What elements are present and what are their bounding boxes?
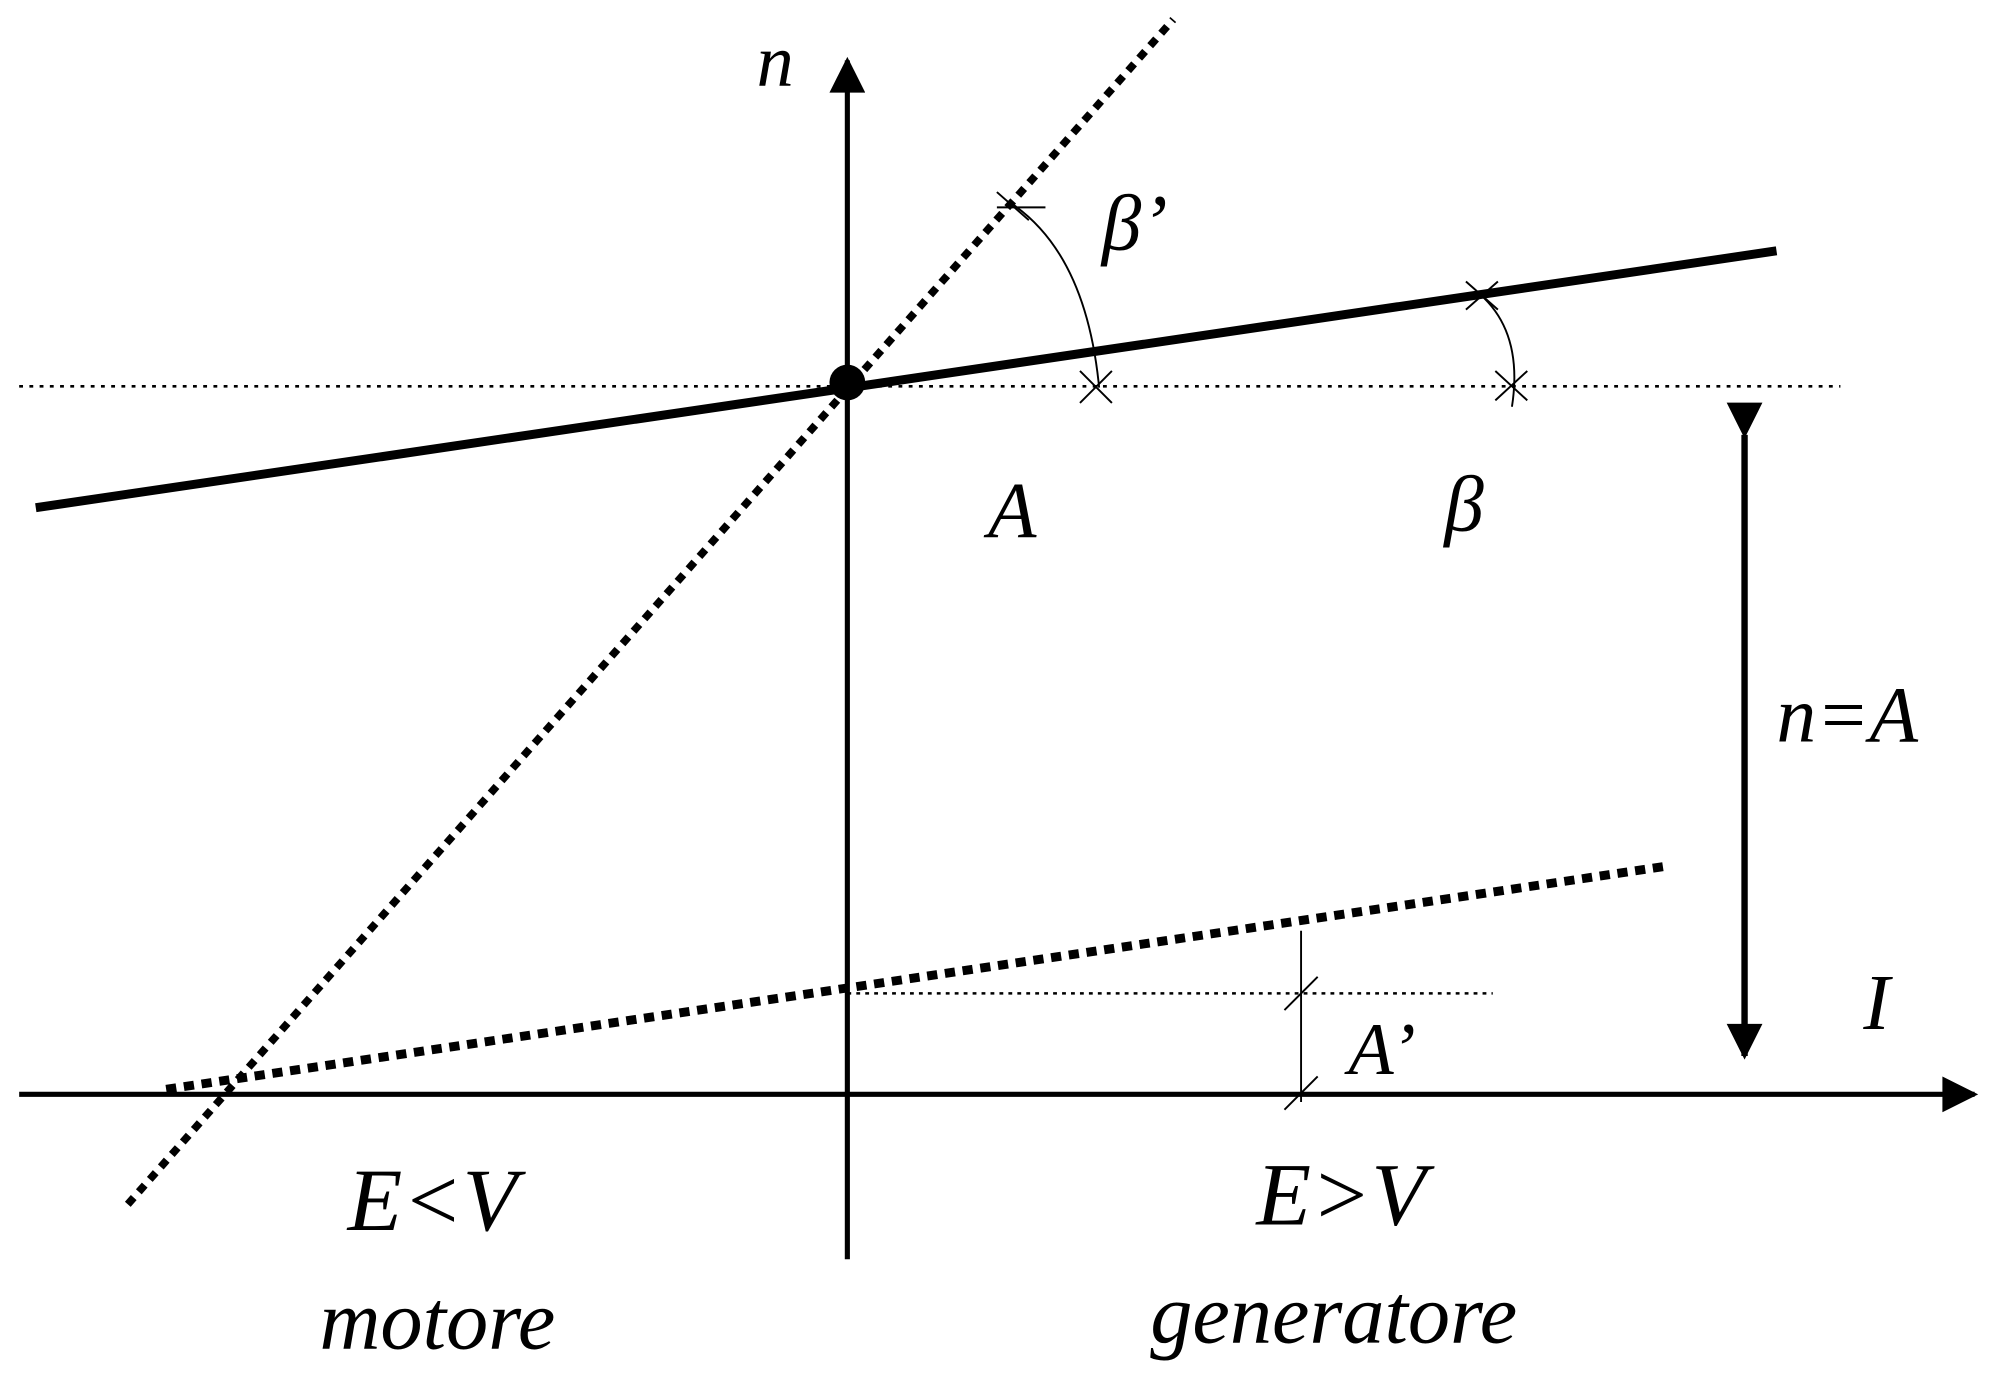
n-equals-A-label: n=A xyxy=(1777,672,1919,760)
operating-point xyxy=(829,364,866,401)
tick-mark xyxy=(1283,976,1319,1011)
characteristic-lower-dotted xyxy=(165,861,1672,1094)
generator-condition-label: E>V xyxy=(1254,1146,1435,1245)
angle-arc-beta xyxy=(1479,293,1516,407)
tick-mark xyxy=(1283,1075,1319,1111)
angle-arc-beta-prime xyxy=(1012,204,1101,388)
x-axis-label: I xyxy=(1862,959,1893,1047)
beta-label: β xyxy=(1442,461,1484,549)
motor-condition-label: E<V xyxy=(346,1151,527,1250)
characteristic-steep-dotted xyxy=(124,16,1177,1207)
A-prime-label: A’ xyxy=(1343,1009,1415,1091)
A-label: A xyxy=(983,467,1037,555)
y-axis-label: n xyxy=(757,21,794,103)
motor-label: motore xyxy=(320,1275,556,1368)
characteristic-solid xyxy=(35,246,1778,513)
tick-marks xyxy=(996,191,1528,404)
generator-label: generatore xyxy=(1150,1268,1517,1361)
beta-prime-label: β’ xyxy=(1100,180,1168,268)
